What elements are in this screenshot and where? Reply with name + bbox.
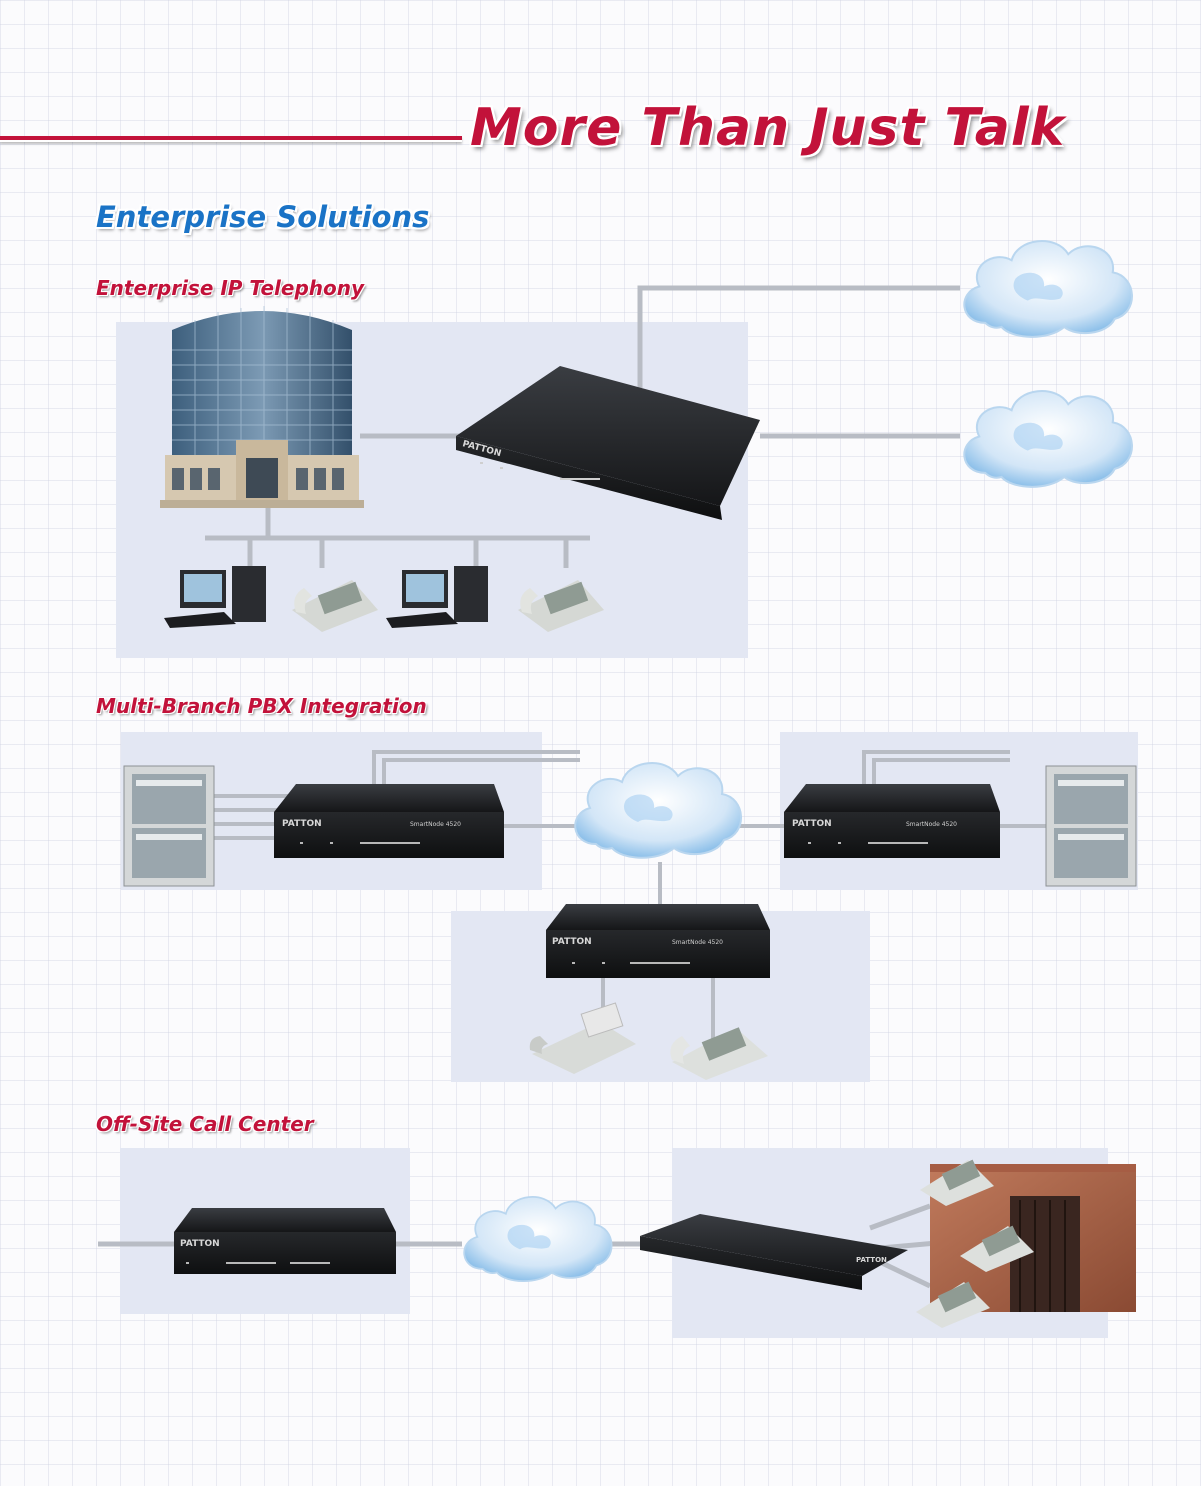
router-icon: PATTON xyxy=(640,1214,908,1290)
desk-phone-icon xyxy=(518,580,604,632)
router-icon: PATTON SmartNode 4520 xyxy=(546,904,770,978)
desk-phone-icon xyxy=(960,1225,1034,1272)
desk-phone-icon xyxy=(916,1281,990,1328)
router-icon: PATTON SmartNode 4520 xyxy=(274,784,504,858)
section-title: Enterprise Solutions xyxy=(96,200,430,234)
scenario-title-off-site-call-center: Off-Site Call Center xyxy=(96,1112,314,1136)
cables-section-1 xyxy=(205,285,960,568)
pbx-cabinet-icon xyxy=(123,765,215,887)
router-icon: PATTON SmartNode 4520 xyxy=(784,784,1000,858)
brand-label: PATTON xyxy=(180,1239,220,1249)
cloud-icon xyxy=(963,389,1134,488)
cables-section-3 xyxy=(98,1203,971,1289)
pbx-cabinet-icon xyxy=(1045,765,1137,887)
brand-label: PATTON xyxy=(792,819,832,829)
pc-icon xyxy=(164,566,266,628)
router-icon: PATTON xyxy=(174,1208,396,1274)
brand-label: PATTON xyxy=(282,819,322,829)
cloud-icon xyxy=(963,239,1134,338)
fax-icon xyxy=(529,1002,636,1074)
cloud-icon xyxy=(574,761,743,859)
scenario-title-enterprise-ip-telephony: Enterprise IP Telephony xyxy=(96,276,365,300)
brand-label: PATTON xyxy=(552,937,592,947)
cloud-icon xyxy=(463,1195,613,1283)
building-icon xyxy=(160,306,364,508)
cables-section-2 xyxy=(210,750,1050,1040)
model-label: SmartNode 4520 xyxy=(410,821,461,828)
pc-icon xyxy=(386,566,488,628)
desk-phone-icon xyxy=(670,1027,768,1080)
router-icon: PATTON xyxy=(456,366,760,520)
model-label: SmartNode 4520 xyxy=(672,939,723,946)
brand-label: PATTON xyxy=(856,1256,887,1264)
desk-phone-icon xyxy=(292,580,378,632)
title-rule xyxy=(0,136,462,142)
model-label: SmartNode 4520 xyxy=(906,821,957,828)
desk-phone-icon xyxy=(920,1159,994,1206)
scenario-title-multi-branch-pbx: Multi-Branch PBX Integration xyxy=(96,694,427,718)
page-title: More Than Just Talk xyxy=(470,98,1066,158)
